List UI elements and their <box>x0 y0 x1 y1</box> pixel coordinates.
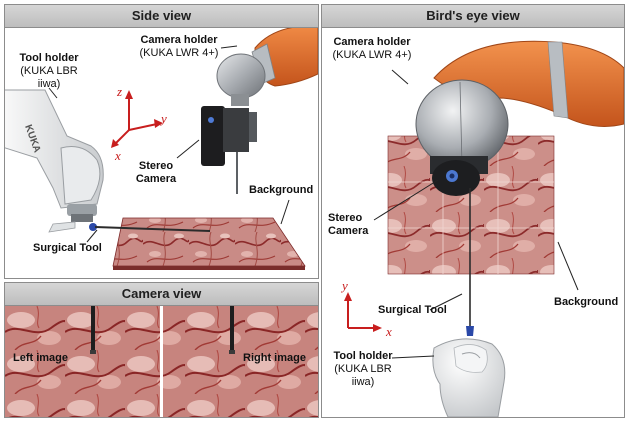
tool-holder-label: Tool holder (KUKA LBR iiwa) <box>9 52 89 91</box>
birds-axis-y-label: y <box>342 278 348 294</box>
stereo-camera-line1: Stereo <box>139 160 173 172</box>
birds-camera-holder-model: (KUKA LWR 4+) <box>333 49 412 61</box>
birds-eye-view-panel: Bird's eye view <box>321 4 625 418</box>
birds-stereo-camera-label: Stereo Camera <box>328 212 368 238</box>
side-view-panel: Side view <box>4 4 319 279</box>
left-image-label: Left image <box>13 352 68 365</box>
birds-tool-holder-title: Tool holder <box>333 350 392 362</box>
camera-view-images: Left image Right image <box>5 306 318 417</box>
birds-background-label: Background <box>554 296 618 309</box>
birds-tool-holder-model: (KUKA LBR iiwa) <box>334 363 391 388</box>
stereo-camera <box>201 106 257 194</box>
camera-holder-model: (KUKA LWR 4+) <box>140 47 219 59</box>
surgical-tool-label: Surgical Tool <box>33 242 102 255</box>
side-axis-x-label: x <box>115 148 121 164</box>
background-label: Background <box>249 184 313 197</box>
birds-tool-holder-label: Tool holder (KUKA LBR iiwa) <box>322 350 404 389</box>
stereo-camera-label: Stereo Camera <box>133 160 179 186</box>
right-image-tool <box>230 306 234 352</box>
side-view-scene: KUKA <box>5 28 318 278</box>
tool-holder-model: (KUKA LBR iiwa) <box>20 65 77 90</box>
birds-eye-axes <box>344 292 382 332</box>
tool-holder-robot-top <box>433 339 505 417</box>
tool-holder-robot <box>5 90 103 232</box>
birds-eye-scene: Camera holder (KUKA LWR 4+) Stereo Camer… <box>322 28 624 417</box>
tool-holder-title: Tool holder <box>19 52 78 64</box>
birds-axis-x-label: x <box>386 324 392 340</box>
side-axis-z-label: z <box>117 84 122 100</box>
background-tissue-plane <box>113 218 305 266</box>
camera-holder-title: Camera holder <box>140 34 217 46</box>
birds-surgical-tool-label: Surgical Tool <box>378 304 447 317</box>
birds-eye-view-header: Bird's eye view <box>322 5 624 28</box>
birds-camera-holder-title: Camera holder <box>333 36 410 48</box>
right-image-label: Right image <box>243 352 306 365</box>
camera-view-panel: Camera view <box>4 282 319 418</box>
side-axis-y-label: y <box>161 111 167 127</box>
stereo-camera-line2: Camera <box>136 173 176 185</box>
left-image-tool <box>91 306 95 352</box>
camera-holder-label: Camera holder (KUKA LWR 4+) <box>133 34 225 60</box>
camera-view-header: Camera view <box>5 283 318 306</box>
side-view-header: Side view <box>5 5 318 28</box>
camera-holder-robot <box>217 28 318 106</box>
birds-camera-holder-label: Camera holder (KUKA LWR 4+) <box>326 36 418 62</box>
